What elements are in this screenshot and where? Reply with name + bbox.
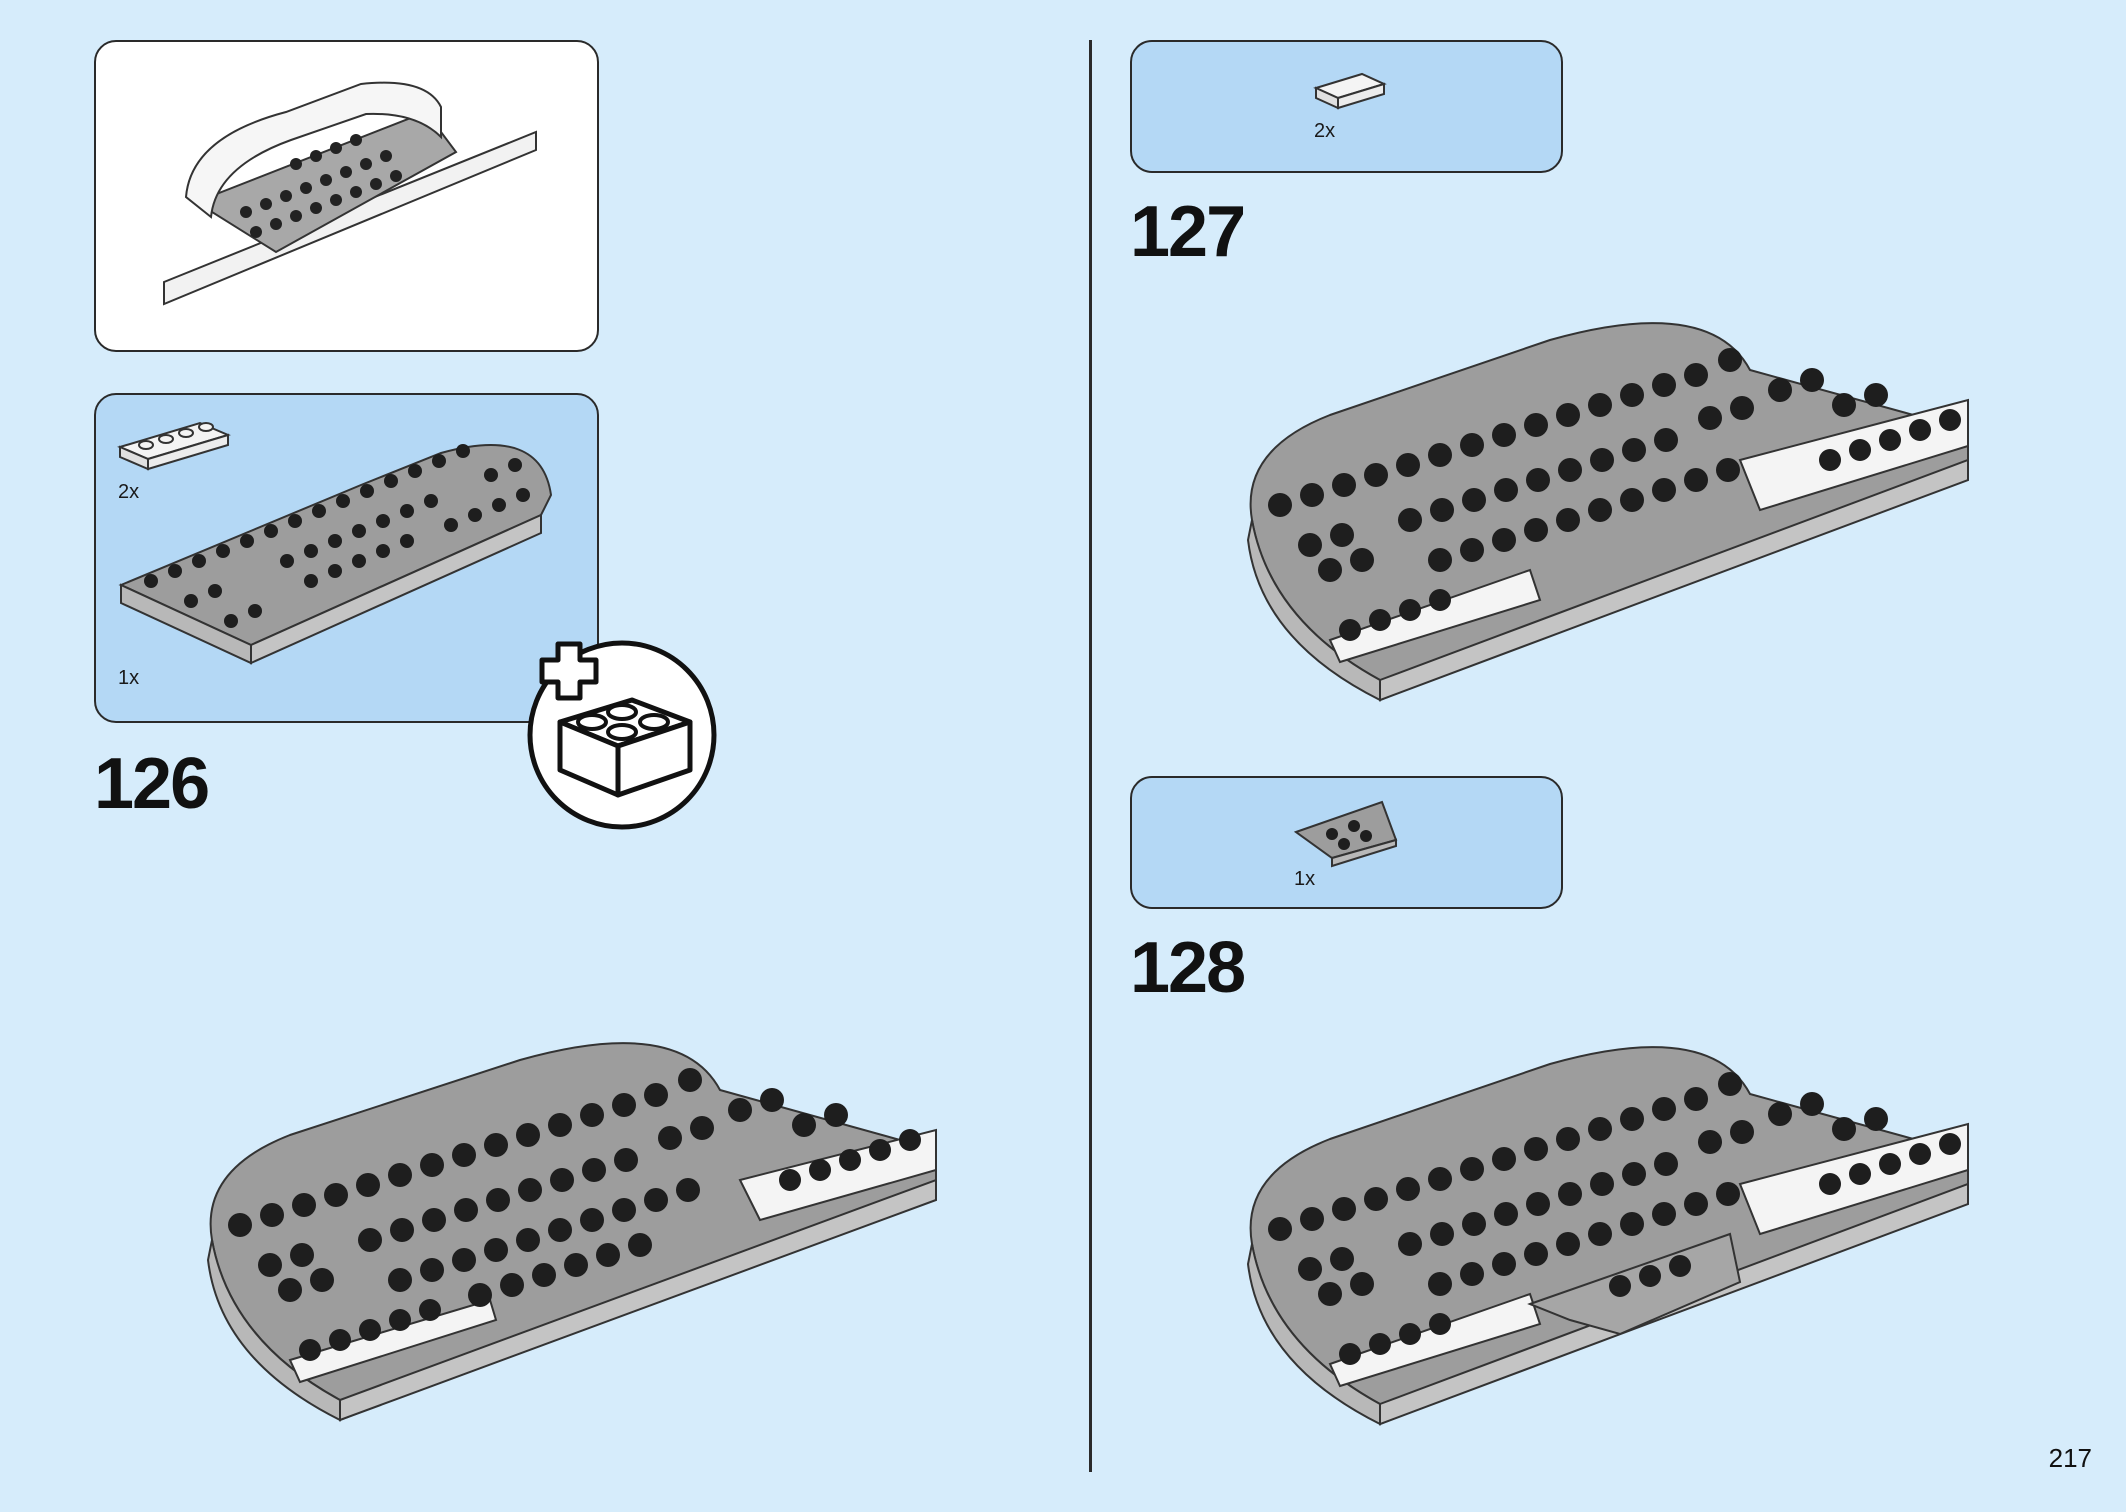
parts-list-panel-step-127: 2x <box>1130 40 1563 173</box>
gray-rounded-plate-icon <box>118 444 553 665</box>
column-divider <box>1089 40 1092 1472</box>
white-tile-1x2-icon <box>1313 72 1387 110</box>
step-126-build-illustration <box>206 1042 937 1422</box>
step-number: 128 <box>1130 928 1246 1008</box>
page-number: 217 <box>2048 1443 2092 1473</box>
step-128-build-illustration <box>1246 1046 1969 1426</box>
step-number: 127 <box>1130 192 1246 272</box>
parts-list-panel-step-126: 2x 1x <box>94 393 599 723</box>
part-quantity: 1x <box>118 667 140 689</box>
model-preview-panel <box>94 40 599 352</box>
add-submodel-icon <box>527 640 717 830</box>
step-127-build-illustration <box>1246 322 1969 702</box>
white-plate-1x4-icon <box>117 421 231 471</box>
assembled-submodel-illustration <box>163 81 537 306</box>
gray-wedge-plate-icon <box>1293 800 1398 868</box>
part-quantity: 2x <box>118 481 140 503</box>
step-number: 126 <box>94 744 210 824</box>
parts-list-panel-step-128: 1x <box>1130 776 1563 909</box>
part-quantity: 1x <box>1294 868 1316 890</box>
part-quantity: 2x <box>1314 120 1336 142</box>
